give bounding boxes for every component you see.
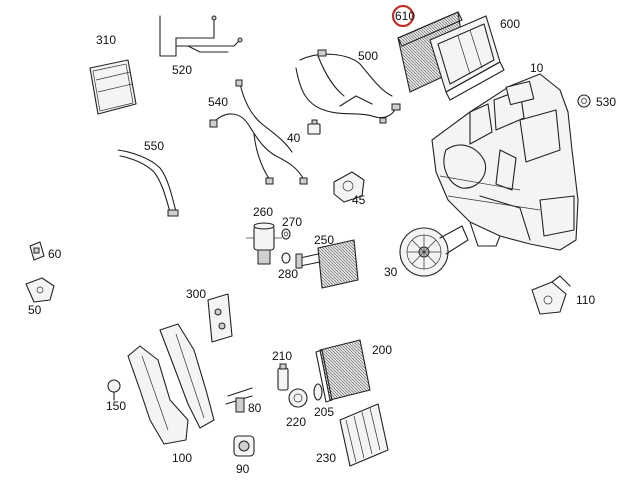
part-60-clip[interactable] bbox=[29, 241, 45, 261]
part-270-seal[interactable] bbox=[281, 228, 291, 240]
part-100-duct[interactable] bbox=[127, 323, 215, 445]
label-200: 200 bbox=[372, 343, 392, 357]
label-260: 260 bbox=[253, 205, 273, 219]
part-210-sensor[interactable] bbox=[277, 363, 289, 391]
label-540: 540 bbox=[208, 95, 228, 109]
label-10: 10 bbox=[530, 61, 544, 75]
part-300-module[interactable] bbox=[207, 293, 233, 343]
label-600: 600 bbox=[500, 17, 520, 31]
part-230-heater-element[interactable] bbox=[339, 403, 389, 467]
part-90-motor[interactable] bbox=[233, 435, 255, 457]
part-40-connector[interactable] bbox=[307, 119, 321, 135]
part-600-filter-housing[interactable] bbox=[429, 15, 505, 101]
part-310-panel[interactable] bbox=[89, 59, 137, 115]
label-530: 530 bbox=[596, 95, 616, 109]
label-80: 80 bbox=[248, 401, 262, 415]
part-205-gasket[interactable] bbox=[313, 383, 323, 401]
label-550: 550 bbox=[144, 139, 164, 153]
part-45-actuator[interactable] bbox=[333, 171, 365, 203]
label-110: 110 bbox=[576, 293, 595, 307]
label-520: 520 bbox=[172, 63, 192, 77]
label-30: 30 bbox=[384, 265, 398, 279]
label-100: 100 bbox=[172, 451, 192, 465]
part-260-valve[interactable] bbox=[246, 222, 282, 265]
part-50-bracket[interactable] bbox=[25, 277, 55, 303]
highlight-ring bbox=[391, 4, 415, 28]
label-280: 280 bbox=[278, 267, 298, 281]
label-50: 50 bbox=[28, 303, 42, 317]
label-90: 90 bbox=[236, 462, 250, 476]
part-80-linkage[interactable] bbox=[225, 387, 253, 413]
label-230: 230 bbox=[316, 451, 336, 465]
label-40: 40 bbox=[287, 131, 301, 145]
part-200-heater-core[interactable] bbox=[315, 339, 371, 403]
part-280-fitting[interactable] bbox=[281, 252, 291, 264]
part-30-blower[interactable] bbox=[399, 225, 469, 277]
label-610: 610 bbox=[395, 9, 415, 23]
part-10-hvac-housing[interactable] bbox=[431, 73, 579, 251]
label-205: 205 bbox=[314, 405, 334, 419]
part-220-motor[interactable] bbox=[288, 388, 308, 408]
label-250: 250 bbox=[314, 233, 334, 247]
label-300: 300 bbox=[186, 287, 206, 301]
label-210: 210 bbox=[272, 349, 292, 363]
part-250-evaporator[interactable] bbox=[295, 239, 359, 289]
label-220: 220 bbox=[286, 415, 306, 429]
label-60: 60 bbox=[48, 247, 62, 261]
part-150-fastener[interactable] bbox=[107, 379, 121, 401]
part-520-wiring[interactable] bbox=[159, 15, 243, 57]
label-150: 150 bbox=[106, 399, 126, 413]
label-270: 270 bbox=[282, 215, 302, 229]
part-540-wiring[interactable] bbox=[209, 79, 308, 185]
part-110-servo[interactable] bbox=[531, 275, 571, 315]
part-550-hose[interactable] bbox=[117, 149, 179, 217]
part-530-grommet[interactable] bbox=[577, 94, 591, 108]
label-500: 500 bbox=[358, 49, 378, 63]
label-310: 310 bbox=[96, 33, 116, 47]
label-45: 45 bbox=[352, 193, 366, 207]
part-500-harness[interactable] bbox=[295, 49, 401, 124]
